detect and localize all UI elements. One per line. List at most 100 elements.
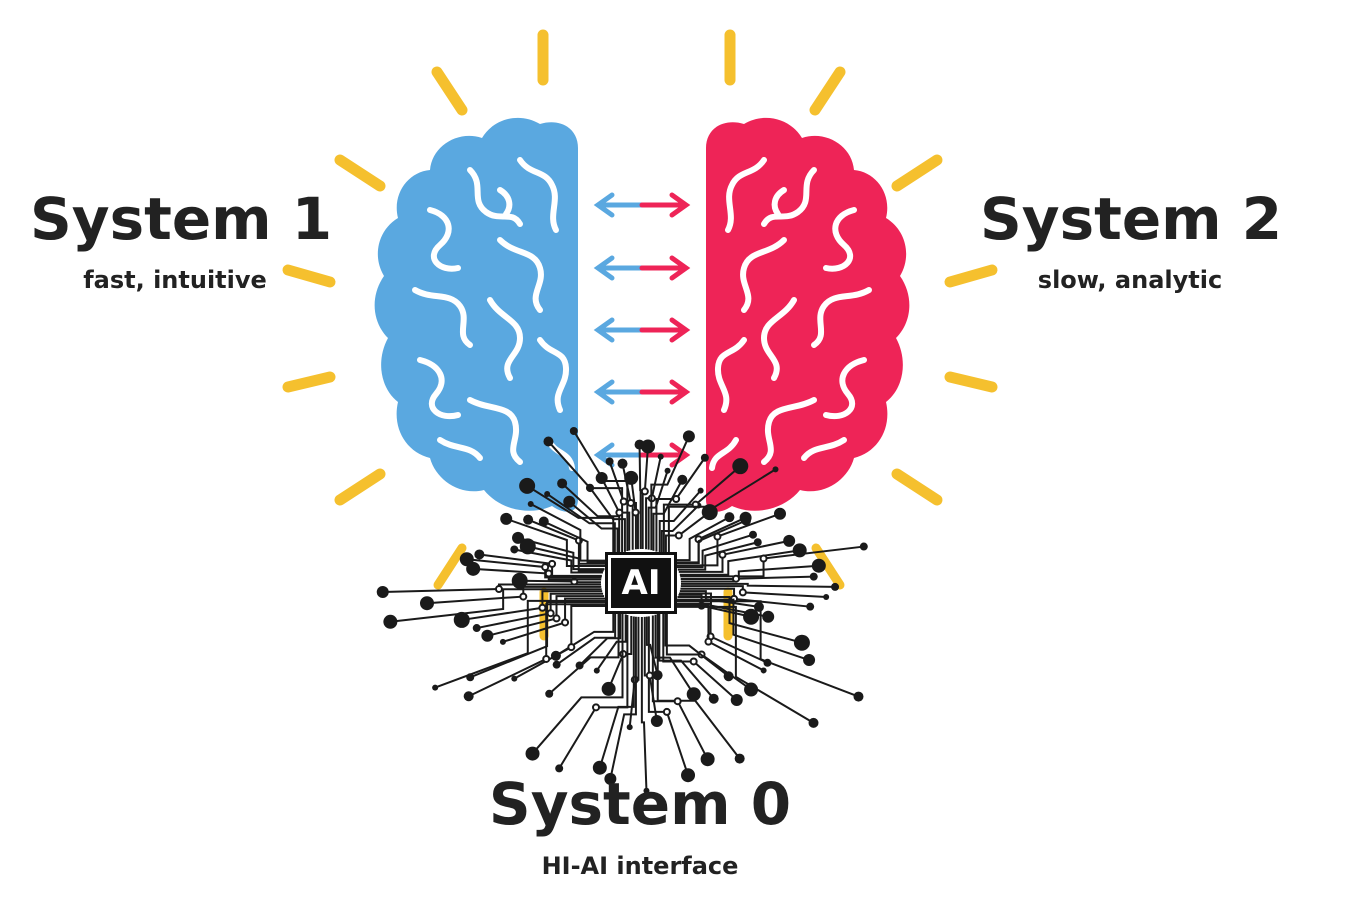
circuit-node xyxy=(763,658,772,667)
circuit-node xyxy=(519,477,536,494)
circuit-node xyxy=(738,588,747,597)
circuit-trace xyxy=(476,592,604,630)
system0-title: System 0 xyxy=(488,770,792,838)
circuit-trace xyxy=(556,608,617,666)
ray xyxy=(334,468,386,506)
circuit-trace xyxy=(677,596,803,644)
circuit-trace xyxy=(466,558,602,579)
circuit-trace xyxy=(678,539,790,573)
circuit-trace xyxy=(677,541,759,571)
circuit-trace xyxy=(548,611,620,695)
circuit-trace xyxy=(461,590,603,621)
circuit-node xyxy=(494,585,503,594)
circuit-node xyxy=(604,772,617,785)
circuit-node xyxy=(624,470,639,485)
circuit-node xyxy=(724,512,735,523)
circuit-trace xyxy=(669,605,815,724)
circuit-node xyxy=(567,643,576,652)
arrow-row xyxy=(593,379,691,405)
circuit-trace xyxy=(680,545,864,578)
circuit-node xyxy=(713,532,722,541)
circuit-node xyxy=(772,466,779,473)
circuit-trace xyxy=(670,516,730,562)
circuit-trace xyxy=(675,598,810,661)
circuit-trace xyxy=(640,616,648,791)
ray xyxy=(891,154,943,192)
circuit-node xyxy=(432,684,439,691)
circuit-node xyxy=(823,594,830,601)
circuit-node xyxy=(806,602,815,611)
circuit-trace xyxy=(647,616,689,776)
circuit-node xyxy=(545,689,554,698)
circuit-node xyxy=(512,531,525,544)
circuit-trace xyxy=(543,520,610,564)
circuit-trace xyxy=(680,564,819,580)
circuit-node xyxy=(619,497,628,506)
circuit-trace xyxy=(645,616,659,676)
circuit-node xyxy=(561,618,570,627)
circuit-node xyxy=(743,608,760,625)
circuit-node xyxy=(730,694,743,707)
circuit-trace xyxy=(434,599,607,689)
circuit-node xyxy=(474,549,485,560)
system2-subtitle: slow, analytic xyxy=(1037,266,1223,294)
circuit-node xyxy=(808,717,819,728)
circuit-node xyxy=(657,453,664,460)
double-arrow-icon xyxy=(593,192,691,468)
brain-left-hemisphere-icon xyxy=(374,117,578,512)
circuit-node xyxy=(544,569,553,578)
circuit-node xyxy=(760,667,767,674)
circuit-trace xyxy=(674,600,859,698)
circuit-node xyxy=(499,638,506,645)
circuit-trace xyxy=(654,614,695,695)
circuit-node xyxy=(557,478,568,489)
system0-subtitle: HI-AI interface xyxy=(541,852,739,880)
circuit-node xyxy=(640,487,649,496)
circuit-node xyxy=(510,545,519,554)
circuit-trace xyxy=(530,503,611,562)
circuit-node xyxy=(546,609,555,618)
circuit-node xyxy=(631,508,640,517)
circuit-node xyxy=(672,494,681,503)
circuit-trace xyxy=(513,605,612,680)
circuit-node xyxy=(809,572,818,581)
circuit-trace xyxy=(546,493,616,558)
circuit-node xyxy=(700,453,709,462)
circuit-node xyxy=(708,693,719,704)
circuit-node xyxy=(753,538,762,547)
circuit-node xyxy=(500,512,513,525)
circuit-node xyxy=(718,550,727,559)
circuit-node xyxy=(759,554,768,563)
circuit-node xyxy=(541,563,550,572)
circuit-node xyxy=(783,534,796,547)
circuit-node xyxy=(563,495,576,508)
circuit-node xyxy=(682,430,695,443)
arrow-row xyxy=(593,317,691,343)
circuit-trace xyxy=(517,536,605,571)
circuit-node xyxy=(615,508,624,517)
circuit-node xyxy=(734,753,745,764)
circuit-trace xyxy=(555,607,615,657)
circuit-trace xyxy=(390,588,602,623)
circuit-node xyxy=(831,582,840,591)
circuit-node xyxy=(463,691,474,702)
circuit-node xyxy=(605,457,614,466)
circuit-node xyxy=(723,671,734,682)
circuit-trace xyxy=(558,614,629,769)
circuit-node xyxy=(527,500,534,507)
circuit-node xyxy=(511,572,528,589)
circuit-node xyxy=(592,760,607,775)
circuit-node xyxy=(744,682,759,697)
ray xyxy=(282,371,336,393)
circuit-trace xyxy=(638,444,642,550)
circuit-node xyxy=(453,611,470,628)
circuit-trace xyxy=(502,597,606,643)
circuit-node xyxy=(652,670,663,681)
circuit-node xyxy=(793,634,810,651)
circuit-node xyxy=(677,474,688,485)
circuit-trace xyxy=(469,600,608,679)
circuit-trace xyxy=(595,614,627,672)
circuit-trace xyxy=(487,595,605,637)
light-rays xyxy=(282,29,998,506)
